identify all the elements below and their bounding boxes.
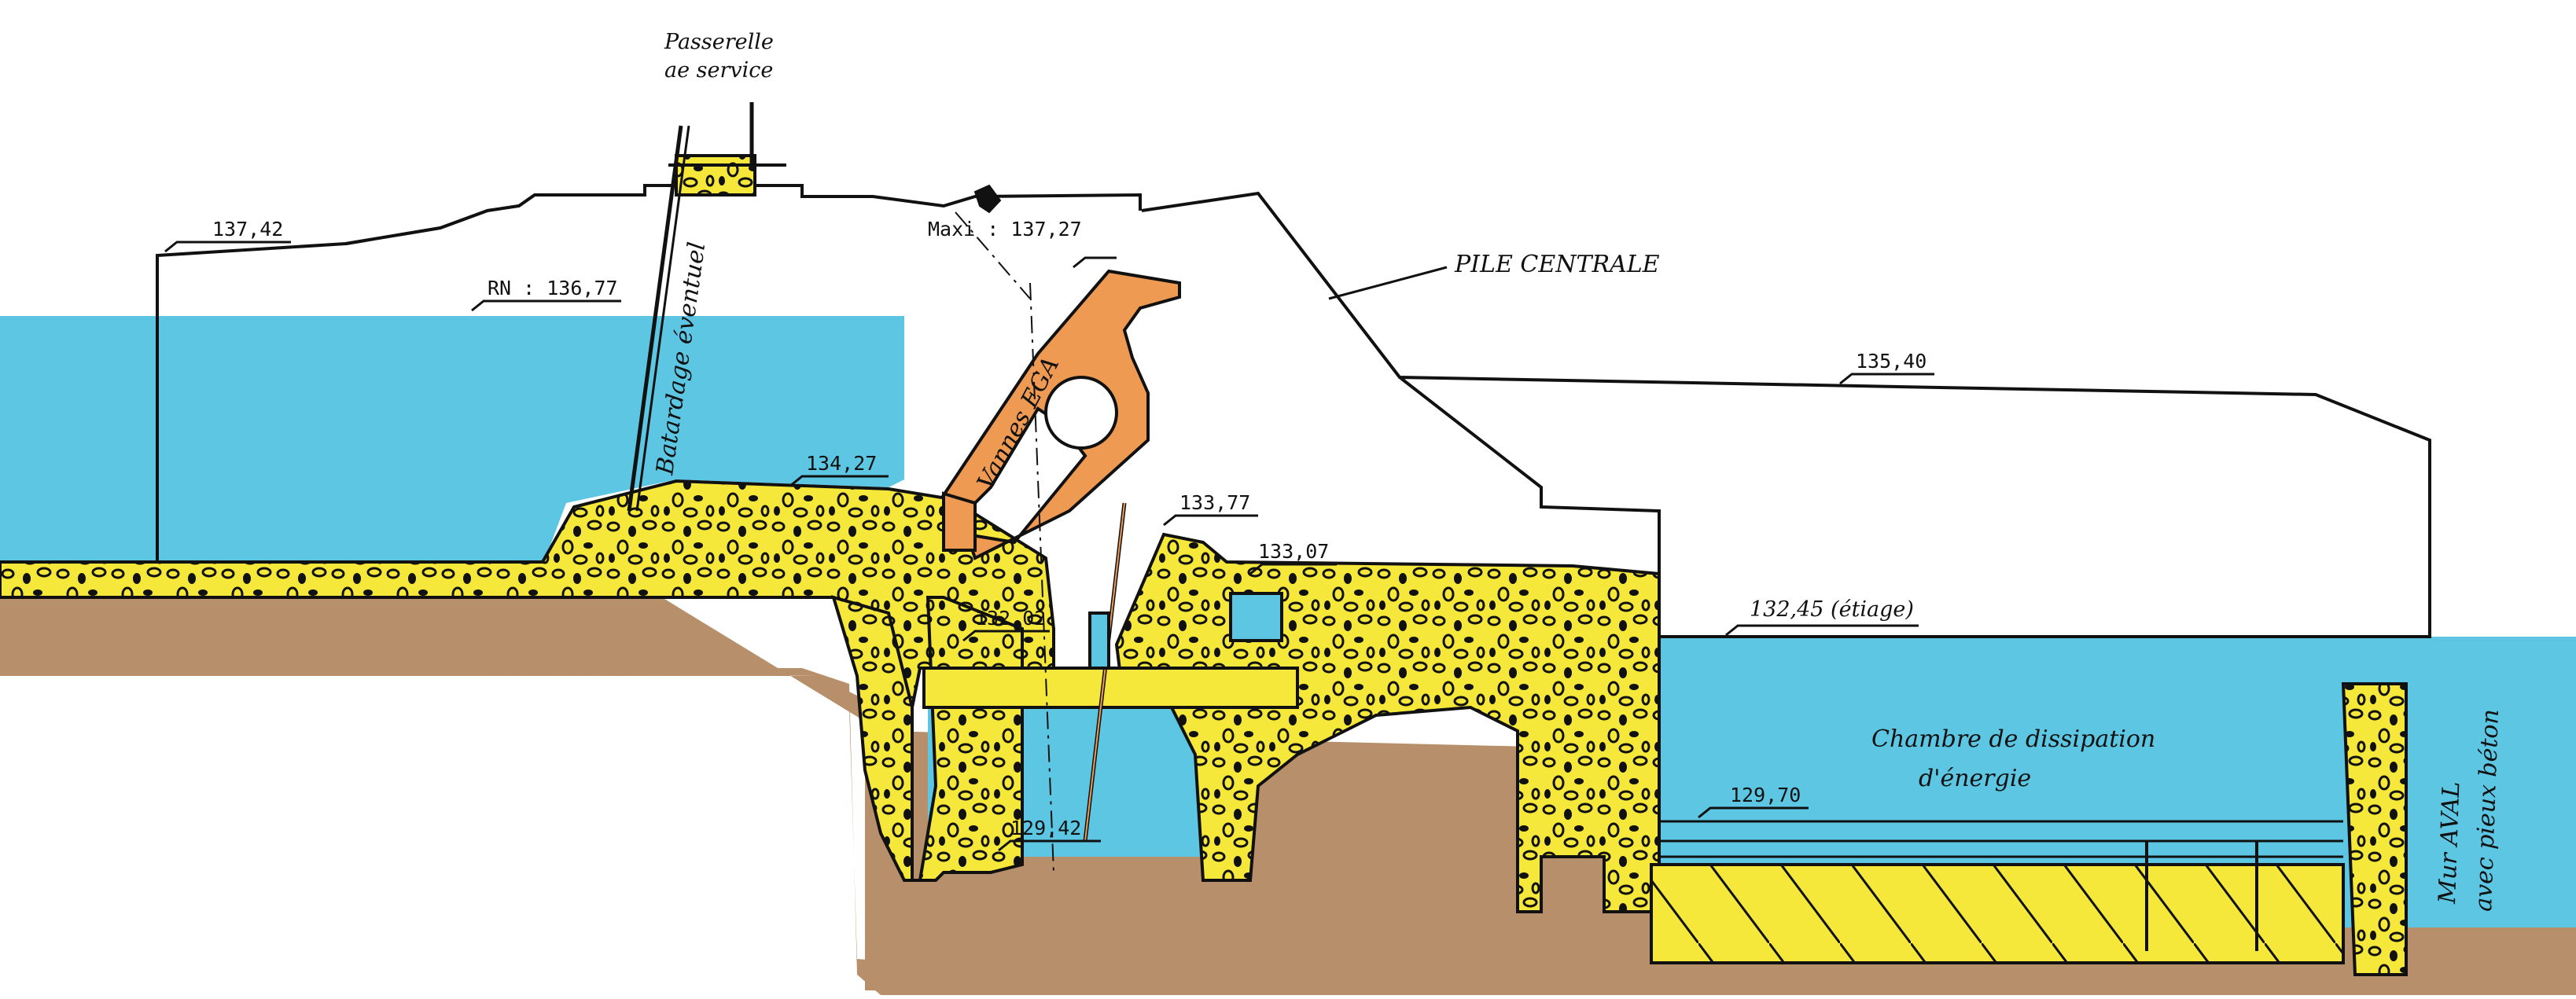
gate-top-mechanism [973, 184, 1002, 214]
label-level-129-42: 129,42 [1010, 817, 1081, 839]
label-level-129-70: 129,70 [1730, 784, 1801, 806]
pile-centrale-body [1141, 191, 2431, 638]
batardage-rail [627, 125, 683, 512]
label-level-rn: RN : 136,77 [488, 277, 618, 299]
beam-132-02 [922, 667, 1299, 709]
label-level-133-77: 133,77 [1179, 491, 1250, 514]
upstream-water [0, 316, 904, 566]
label-level-crest: 137,42 [212, 218, 283, 241]
label-pile-centrale: PILE CENTRALE [1454, 251, 1660, 278]
batardage-rail-2 [635, 125, 690, 512]
label-level-maxi: Maxi : 137,27 [928, 218, 1082, 241]
label-level-etiage: 132,45 (étiage) [1750, 597, 1914, 622]
label-level-132-02: 132,02 [975, 607, 1046, 630]
gate-hole [1044, 376, 1118, 450]
level-markers [164, 241, 1934, 852]
apron-slab [1650, 863, 2345, 964]
label-chambre-1: Chambre de dissipation [1871, 725, 2155, 753]
label-chambre-2: d'énergie [1919, 765, 2031, 792]
gallery-opening [1229, 592, 1283, 642]
label-mur-aval-1: Mur AVAL [2434, 781, 2465, 905]
well-gate-post [1088, 612, 1110, 670]
label-level-pile-top: 135,40 [1856, 350, 1926, 373]
gate-base [942, 491, 977, 552]
label-level-sill: 134,27 [806, 452, 877, 475]
label-passerelle-2: ae service [664, 58, 773, 83]
crest-nose [345, 184, 873, 245]
downstream-wall [2341, 682, 2408, 976]
gate-shaft-fill [1084, 502, 1125, 842]
label-level-133-07: 133,07 [1258, 540, 1329, 563]
gate-axis-2 [955, 211, 1031, 299]
label-passerelle-1: Passerelle [664, 30, 774, 54]
passerelle-deck [675, 154, 756, 196]
upstream-water-low [0, 316, 157, 566]
